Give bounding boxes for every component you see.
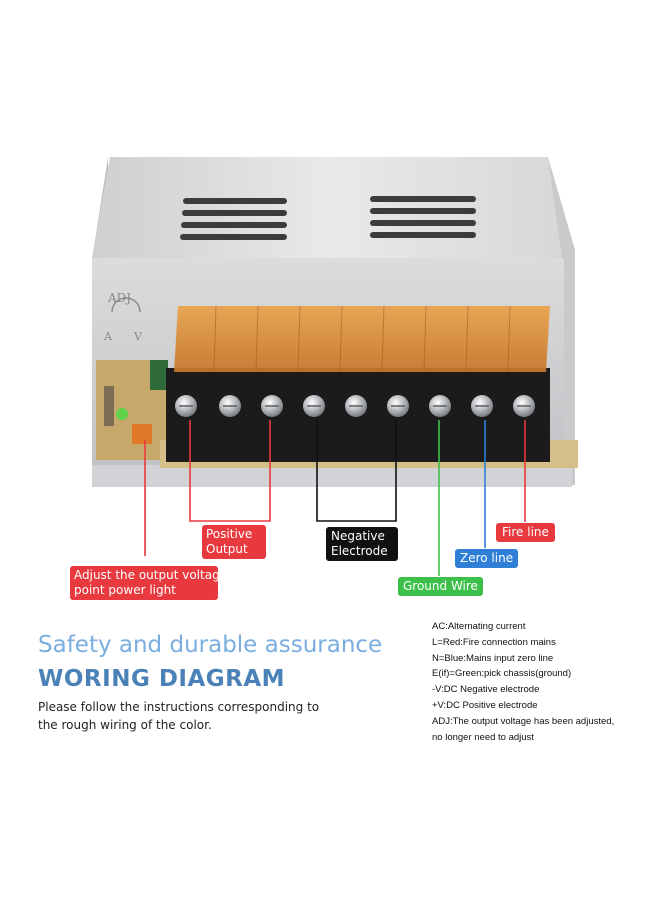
svg-text:V: V bbox=[133, 330, 143, 343]
terminal-cover bbox=[174, 306, 550, 372]
legend-item: +V:DC Positive electrode bbox=[432, 699, 538, 711]
adj-embossed-label: ADJ bbox=[107, 291, 131, 305]
positive-output-bracket bbox=[189, 420, 271, 522]
vent-right bbox=[370, 196, 476, 238]
vent-left bbox=[180, 198, 287, 240]
legend-item: L=Red:Fire connection mains bbox=[432, 636, 556, 648]
legend-item: ADJ:The output voltage has been adjusted… bbox=[432, 715, 615, 727]
diagram-title: WORING DIAGRAM bbox=[38, 666, 286, 692]
legend-item: -V:DC Negative electrode bbox=[432, 684, 540, 696]
housing-right-side bbox=[548, 157, 575, 485]
adjust-light-callout: Adjust the output voltage point power li… bbox=[70, 566, 227, 600]
housing-top bbox=[92, 157, 570, 258]
legend-list: AC:Alternating current L=Red:Fire connec… bbox=[432, 619, 614, 745]
fire-line-callout: Fire line bbox=[496, 523, 555, 542]
adj-potentiometer-icon bbox=[132, 424, 152, 444]
negative-electrode-callout: Negative Electrode bbox=[326, 527, 398, 561]
power-supply-photo: ADJ A V bbox=[92, 157, 578, 576]
zero-line-callout: Zero line bbox=[455, 549, 519, 568]
housing-bottom-lip bbox=[92, 465, 572, 487]
power-led-icon bbox=[116, 408, 128, 420]
legend-item: N=Blue:Mains input zero line bbox=[432, 652, 554, 664]
legend-item: E(if)=Green:pick chassis(ground) bbox=[432, 668, 572, 680]
svg-text:A: A bbox=[103, 330, 113, 343]
ground-wire-callout: Ground Wire bbox=[398, 577, 483, 596]
headline: Safety and durable assurance bbox=[38, 632, 383, 658]
legend-item: no longer need to adjust bbox=[432, 731, 534, 743]
negative-electrode-bracket bbox=[316, 420, 397, 522]
instruction-text: Please follow the instructions correspon… bbox=[38, 700, 320, 732]
adj-arrow-icon bbox=[111, 297, 141, 313]
legend-item: AC:Alternating current bbox=[432, 621, 526, 632]
positive-output-callout: Positive Output bbox=[202, 525, 266, 559]
